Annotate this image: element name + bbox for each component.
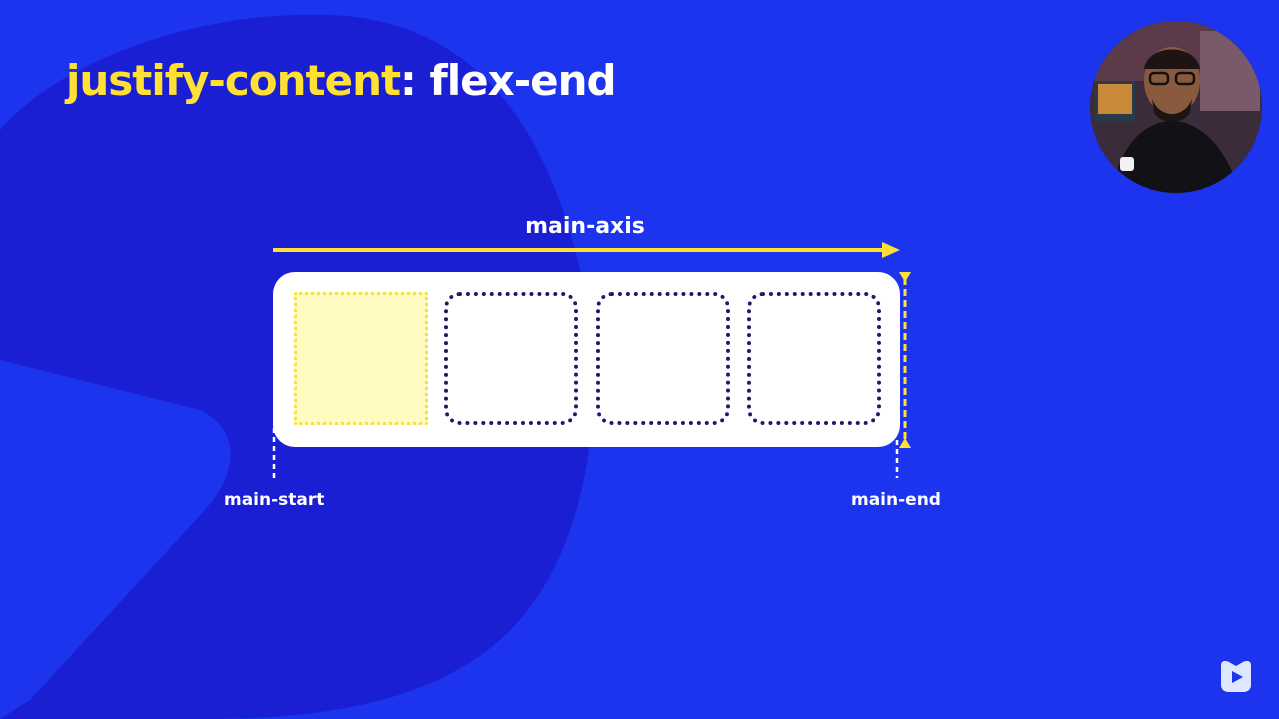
flex-item bbox=[747, 292, 881, 425]
flex-item bbox=[444, 292, 578, 425]
ghost-item bbox=[294, 292, 428, 425]
main-end-label: main-end bbox=[851, 490, 941, 510]
title-value: flex-end bbox=[429, 56, 616, 105]
presenter-webcam bbox=[1090, 21, 1262, 193]
arrow-right-icon bbox=[273, 242, 900, 258]
main-axis-label: main-axis bbox=[525, 214, 645, 239]
flex-item bbox=[596, 292, 730, 425]
slide-title: justify-content: flex-end bbox=[66, 56, 617, 105]
cross-size-indicator bbox=[899, 272, 911, 448]
main-start-label: main-start bbox=[224, 490, 325, 510]
title-property: justify-content bbox=[66, 56, 401, 105]
play-logo-icon bbox=[1221, 661, 1251, 692]
title-separator: : bbox=[400, 56, 430, 105]
presenter-image bbox=[1090, 21, 1262, 193]
